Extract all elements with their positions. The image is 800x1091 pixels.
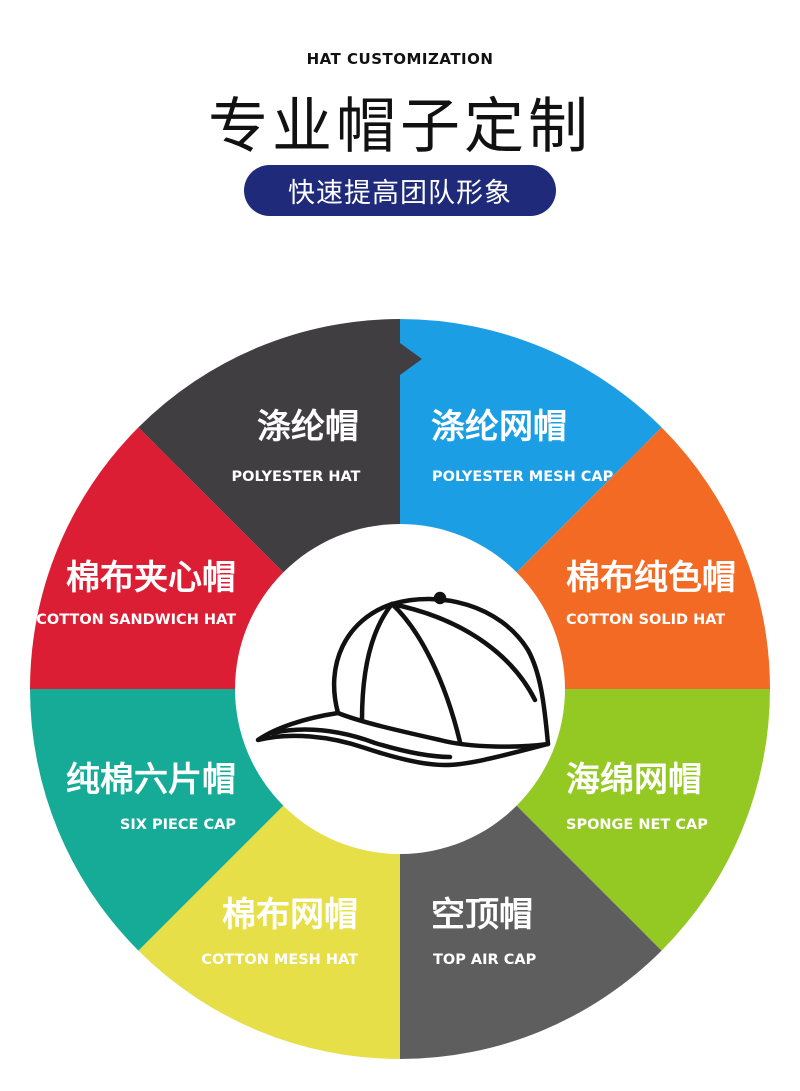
segment-1-subtitle: POLYESTER MESH CAP <box>432 469 614 485</box>
segment-2-subtitle: COTTON SOLID HAT <box>566 612 725 628</box>
wheel-arrow-7 <box>400 343 422 375</box>
segment-6-title: 纯棉六片帽 <box>66 760 236 800</box>
segment-4-subtitle: TOP AIR CAP <box>433 952 537 968</box>
segment-5-title: 棉布网帽 <box>222 895 358 935</box>
segment-0-subtitle: POLYESTER HAT <box>232 469 361 485</box>
segment-0-title: 涤纶帽 <box>257 407 359 447</box>
segment-6-subtitle: SIX PIECE CAP <box>120 817 236 833</box>
segment-7-subtitle: COTTON SANDWICH HAT <box>36 612 236 628</box>
page-title: 专业帽子定制 <box>208 92 592 162</box>
segment-7-title: 棉布夹心帽 <box>66 558 236 598</box>
segment-5-subtitle: COTTON MESH HAT <box>201 952 358 968</box>
segment-4-title: 空顶帽 <box>431 895 533 935</box>
subtitle-badge: 快速提高团队形象 <box>244 165 556 216</box>
segment-3-title: 海绵网帽 <box>566 760 702 800</box>
eyebrow-text: HAT CUSTOMIZATION <box>306 50 494 68</box>
subtitle-text: 快速提高团队形象 <box>288 178 512 209</box>
center-disc <box>235 524 565 854</box>
segment-3-subtitle: SPONGE NET CAP <box>566 817 708 833</box>
segment-2-title: 棉布纯色帽 <box>566 558 736 598</box>
segment-1-title: 涤纶网帽 <box>431 407 567 447</box>
baseball-cap-icon <box>255 591 551 768</box>
